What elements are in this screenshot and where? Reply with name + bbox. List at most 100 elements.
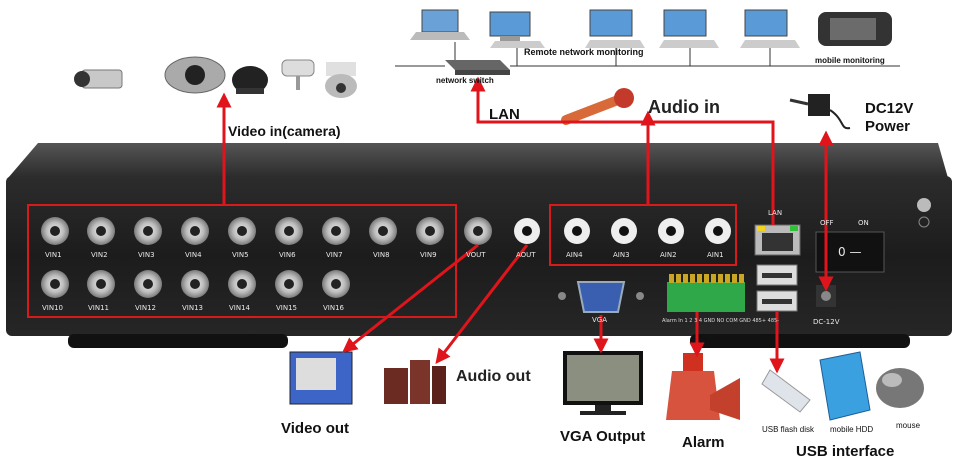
audio-out-label: Audio out <box>456 368 531 385</box>
ain-hole <box>713 226 723 236</box>
vin-label: VIN8 <box>373 251 390 259</box>
arrow-audio-out <box>435 244 529 364</box>
vin-label: VIN12 <box>135 304 156 312</box>
camera-dome-black-icon <box>232 66 268 94</box>
bnc-row-2 <box>41 270 350 298</box>
bnc-row-1 <box>41 217 444 245</box>
vin-label: VIN15 <box>276 304 297 312</box>
bnc-pin <box>190 226 200 236</box>
ain-hole <box>619 226 629 236</box>
bnc-pin <box>378 226 388 236</box>
usb-flash-label: USB flash disk <box>762 425 815 434</box>
ain-label: AIN2 <box>660 251 677 259</box>
vin-label: VIN7 <box>326 251 343 259</box>
vin-label: VIN1 <box>45 251 62 259</box>
camera-ptz-icon <box>325 62 357 98</box>
bnc-pin <box>96 226 106 236</box>
alarm-terminal-block <box>667 282 745 312</box>
ain-group-box <box>549 204 737 266</box>
alarm-siren-icon <box>666 353 740 420</box>
ain-hole <box>666 226 676 236</box>
bnc-pin <box>331 226 341 236</box>
vga-output-label: VGA Output <box>560 428 646 445</box>
desktop-pc-icon <box>585 9 645 48</box>
bnc-pin <box>50 279 60 289</box>
ain-hole <box>572 226 582 236</box>
vin-label: VIN5 <box>232 251 249 259</box>
vga-screw-right <box>636 292 644 300</box>
vin-label: VIN10 <box>42 304 63 312</box>
dvr-foot-left <box>68 334 288 348</box>
bnc-pin <box>96 279 106 289</box>
remote-monitoring-label: Remote network monitoring <box>524 47 644 57</box>
bnc-pin <box>284 279 294 289</box>
camera-bullet-icon <box>281 59 315 90</box>
alarm-label: Alarm <box>682 434 725 451</box>
desktop-pc-icon <box>740 9 800 48</box>
vga-monitor-icon <box>563 351 643 415</box>
bnc-pin <box>331 279 341 289</box>
mobile-hdd-icon <box>819 351 871 421</box>
switch-value: 0 — <box>838 245 862 259</box>
audio-in-label: Audio in <box>648 97 720 117</box>
speakers-icon <box>384 360 446 404</box>
mouse-icon <box>876 368 924 408</box>
video-out-label: Video out <box>281 420 350 437</box>
bnc-pin <box>284 226 294 236</box>
camera-box-icon <box>74 69 123 89</box>
bnc-pin <box>143 279 153 289</box>
vout-label: VOUT <box>466 251 486 259</box>
vin-label: VIN2 <box>91 251 108 259</box>
dvr-top <box>8 143 948 178</box>
vga-screw-left <box>558 292 566 300</box>
bnc-pin <box>50 226 60 236</box>
vin-label: VIN11 <box>88 304 109 312</box>
arrow-lan <box>470 76 775 225</box>
desktop-pc-icon <box>489 11 545 48</box>
video-in-label: Video in(camera) <box>228 123 341 139</box>
network-switch-label: network switch <box>436 76 494 85</box>
vin-label: VIN16 <box>323 304 344 312</box>
ain-label: AIN4 <box>566 251 583 259</box>
lan-port-label: LAN <box>768 209 783 217</box>
vin-label: VIN14 <box>229 304 250 312</box>
vga-label: VGA <box>592 316 608 324</box>
power-label: Power <box>865 118 911 135</box>
vin-label: VIN13 <box>182 304 203 312</box>
vin-label: VIN9 <box>420 251 437 259</box>
usb-interface-label: USB interface <box>796 443 895 460</box>
ground-screw <box>917 198 931 212</box>
dvr-foot-right <box>690 334 910 348</box>
on-label: ON <box>858 219 869 227</box>
vga-port <box>576 281 626 313</box>
aout-hole <box>522 226 532 236</box>
bnc-pin <box>143 226 153 236</box>
mouse-label: mouse <box>896 421 921 430</box>
desktop-pc-icon <box>659 9 719 48</box>
bnc-pin <box>425 226 435 236</box>
usb-flash-icon <box>761 369 811 413</box>
connection-arrows <box>216 76 834 374</box>
ain-label: AIN1 <box>707 251 724 259</box>
dc12v-label: DC12V <box>865 100 914 117</box>
vin-label: VIN4 <box>185 251 202 259</box>
mobile-phone-icon <box>818 12 892 46</box>
power-adapter-icon <box>789 94 851 130</box>
dc-label: DC-12V <box>813 318 840 326</box>
laptop-icon <box>410 9 470 40</box>
bnc-pin <box>237 279 247 289</box>
mobile-monitoring-label: mobile monitoring <box>815 56 885 65</box>
network-switch-icon <box>445 60 510 70</box>
aout-label: AOUT <box>516 251 536 259</box>
camera-ir-icon <box>164 56 226 94</box>
bnc-pin <box>237 226 247 236</box>
off-label: OFF <box>820 219 834 227</box>
lan-label: LAN <box>489 106 520 123</box>
ain-label: AIN3 <box>613 251 630 259</box>
bnc-pin <box>190 279 200 289</box>
alarm-pin-labels: Alarm In 1 2 3 4 GND NO COM GND 485+ 485… <box>662 318 779 324</box>
mobile-hdd-label: mobile HDD <box>830 425 874 434</box>
monitor-icon <box>289 351 353 405</box>
arrow-video-out <box>342 243 479 353</box>
